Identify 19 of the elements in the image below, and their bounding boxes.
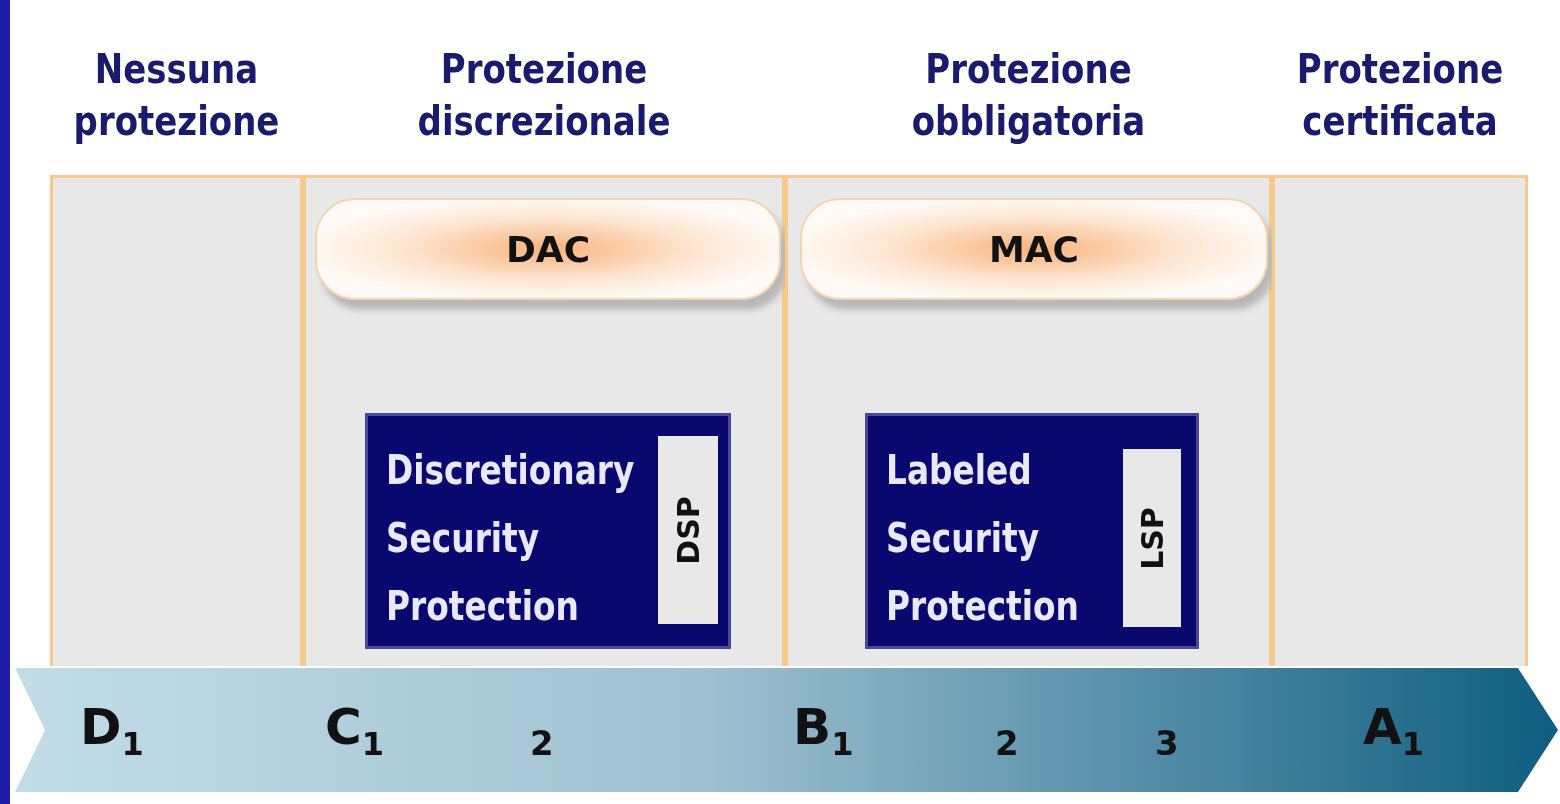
- security-level: C$_{1}$: [325, 698, 384, 763]
- category-pill: DAC: [315, 198, 781, 300]
- protection-name: Labeled Security Protection: [886, 446, 1080, 631]
- column-heading: Protezione discrezionale: [416, 45, 672, 146]
- security-level: 2: [530, 723, 554, 763]
- column-heading: Protezione certificata: [1295, 45, 1505, 146]
- security-level: A$_{1}$: [1363, 698, 1424, 763]
- security-level: 2: [995, 723, 1019, 763]
- column-heading: Protezione obbligatoria: [910, 45, 1147, 146]
- abbreviation-tab: LSP: [1123, 449, 1181, 627]
- security-level: D$_{1}$: [80, 698, 144, 763]
- column-heading: Nessuna protezione: [72, 45, 281, 146]
- category-pill: MAC: [800, 198, 1268, 300]
- protection-name: Discretionary Security Protection: [386, 446, 632, 631]
- security-level: 3: [1155, 723, 1179, 763]
- security-level: B$_{1}$: [793, 698, 854, 763]
- protection-box: [365, 413, 731, 649]
- abbreviation-tab: DSP: [658, 436, 718, 624]
- protection-box: [865, 413, 1199, 649]
